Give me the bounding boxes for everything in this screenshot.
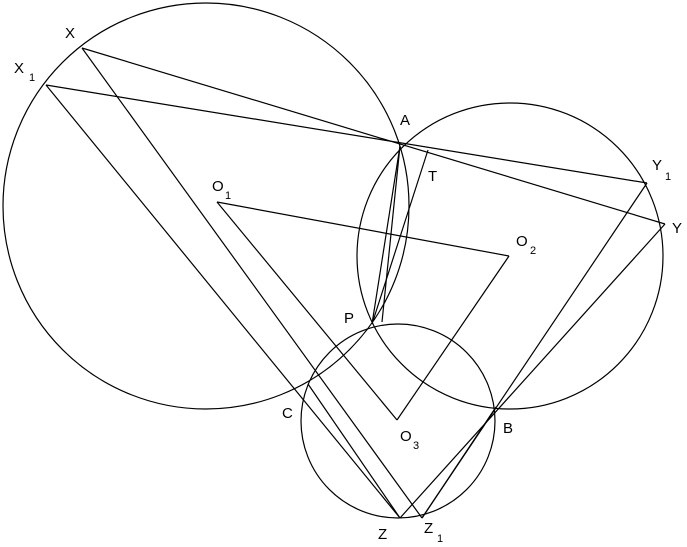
- segment-o1-o3: [216, 201, 398, 421]
- label-x: X: [65, 25, 75, 42]
- segment-a-p: [371, 145, 401, 325]
- segment-y-z: [399, 223, 666, 519]
- label-z: Z: [378, 526, 387, 543]
- label-a: A: [400, 112, 410, 129]
- segment-x1-z: [45, 84, 401, 519]
- segment-x-y: [81, 47, 666, 225]
- label-o3-sub: 3: [413, 440, 419, 452]
- label-x1-sub: 1: [29, 72, 35, 84]
- label-z1: Z: [424, 520, 433, 537]
- segment-x1-y1: [45, 84, 648, 184]
- segment-t-p: [371, 149, 429, 325]
- label-t: T: [428, 168, 437, 185]
- segment-o1-o2: [216, 201, 510, 257]
- label-y: Y: [672, 220, 682, 237]
- segment-c-z: [307, 383, 401, 519]
- segment-x-z1: [81, 47, 423, 519]
- label-y1: Y: [652, 157, 662, 174]
- label-o3: O: [400, 428, 412, 445]
- label-o2-sub: 2: [530, 245, 536, 257]
- label-y1-sub: 1: [665, 171, 671, 183]
- segment-o2-o3: [396, 255, 510, 421]
- label-o2: O: [516, 233, 528, 250]
- label-p: P: [344, 310, 354, 327]
- label-o1: O: [212, 178, 224, 195]
- label-b: B: [503, 420, 513, 437]
- label-x1: X: [14, 60, 24, 77]
- circle-o3: [300, 323, 496, 519]
- label-c: C: [282, 405, 293, 422]
- circle-o1: [2, 2, 410, 410]
- label-o1-sub: 1: [225, 190, 231, 202]
- circle-o2: [356, 102, 664, 410]
- segment-b-z1: [421, 406, 497, 519]
- label-z1-sub: 1: [437, 533, 443, 545]
